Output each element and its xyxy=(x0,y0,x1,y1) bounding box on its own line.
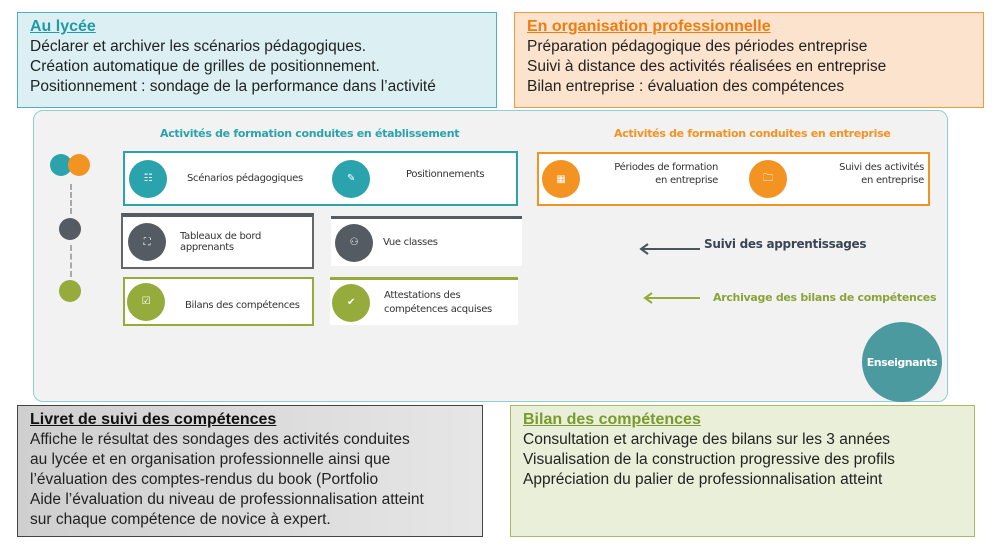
enseignants-circle: Enseignants xyxy=(862,322,942,402)
livret-box: Livret de suivi des compétences Affiche … xyxy=(17,405,483,537)
organisation-line: Bilan entreprise : évaluation des compét… xyxy=(527,78,845,95)
card-label: Tableaux de bord apprenants xyxy=(180,231,262,253)
lycee-line: Positionnement : sondage de la performan… xyxy=(30,78,436,95)
card-label: Positionnements xyxy=(406,169,485,180)
card-label: Bilans des compétences xyxy=(185,300,300,311)
livret-line: l’évaluation des comptes-rendus du book … xyxy=(30,471,379,488)
certificate-hand-icon: ✔ xyxy=(332,283,370,322)
card-label: Scénarios pédagogiques xyxy=(187,173,303,184)
bilan-line: Visualisation de la construction progres… xyxy=(523,451,895,468)
dashboard-person-icon: ⛶ xyxy=(128,223,166,261)
company-header: Activités de formation conduites en entr… xyxy=(614,127,891,140)
lycee-title: Au lycée xyxy=(30,18,96,35)
card-label: Attestations des xyxy=(384,289,461,301)
card-label: en entreprise xyxy=(655,175,718,186)
archivage-label: Archivage des bilans de compétences xyxy=(713,291,937,304)
bilan-title: Bilan des compétences xyxy=(523,411,701,428)
card-bilans[interactable]: ☑ Bilans des compétences xyxy=(123,277,314,326)
connector-line xyxy=(70,184,72,214)
organisation-title: En organisation professionnelle xyxy=(527,18,771,35)
card-positionnements[interactable]: ✎ Positionnements xyxy=(330,154,515,203)
calendar-icon: ▦ xyxy=(542,160,580,198)
dark-dot xyxy=(59,218,81,240)
livret-line: Affiche le résultat des sondages des act… xyxy=(30,431,410,448)
livret-line: Aide l’évaluation du niveau de professio… xyxy=(30,491,424,508)
livret-line: au lycée et en organisation professionne… xyxy=(30,451,391,468)
bilan-box: Bilan des compétences Consultation et ar… xyxy=(510,405,975,537)
organisation-line: Suivi à distance des activités réalisées… xyxy=(527,58,887,75)
suivi-apprentissages-label: Suivi des apprentissages xyxy=(704,237,867,251)
checklist-icon: ☑ xyxy=(127,282,165,321)
teal-dot xyxy=(50,154,72,176)
card-attestations[interactable]: ✔ Attestations des compétences acquises xyxy=(330,277,518,325)
scenario-list-icon: ☷ xyxy=(129,159,167,198)
card-label: en entreprise xyxy=(861,175,924,186)
clipboard-pen-icon: ✎ xyxy=(332,159,370,198)
livret-line: sur chaque compétence de novice à expert… xyxy=(30,511,331,528)
livret-title: Livret de suivi des compétences xyxy=(30,411,277,428)
enseignants-label: Enseignants xyxy=(866,355,938,369)
card-label: Périodes de formation xyxy=(614,162,718,173)
card-label: Suivi des activités xyxy=(839,162,924,173)
card-vue-classes[interactable]: ⚇ Vue classes xyxy=(331,216,522,266)
card-suivi-activites[interactable]: 🗀 Suivi des activités en entreprise xyxy=(741,155,927,203)
organisation-box: En organisation professionnelle Préparat… xyxy=(514,12,984,108)
orange-dot xyxy=(68,154,90,176)
lycee-line: Création automatique de grilles de posit… xyxy=(30,58,380,75)
arrow-left-icon xyxy=(639,243,700,255)
card-periodes[interactable]: ▦ Périodes de formation en entreprise xyxy=(540,155,722,203)
folder-icon: 🗀 xyxy=(749,160,787,198)
lycee-line: Déclarer et archiver les scénarios pédag… xyxy=(30,38,367,55)
card-label: compétences acquises xyxy=(384,303,492,315)
green-dot xyxy=(59,280,81,302)
arrow-left-icon xyxy=(643,292,700,304)
school-header: Activités de formation conduites en étab… xyxy=(160,127,460,140)
class-group-icon: ⚇ xyxy=(335,223,373,262)
connector-line xyxy=(70,245,72,277)
card-tableaux[interactable]: ⛶ Tableaux de bord apprenants xyxy=(121,213,314,269)
organisation-line: Préparation pédagogique des périodes ent… xyxy=(527,38,868,55)
card-label: Vue classes xyxy=(383,237,438,248)
card-scenarios[interactable]: ☷ Scénarios pédagogiques xyxy=(126,154,312,203)
bilan-line: Consultation et archivage des bilans sur… xyxy=(523,431,891,448)
bilan-line: Appréciation du palier de professionnali… xyxy=(523,471,883,488)
lycee-box: Au lycée Déclarer et archiver les scénar… xyxy=(17,12,497,108)
